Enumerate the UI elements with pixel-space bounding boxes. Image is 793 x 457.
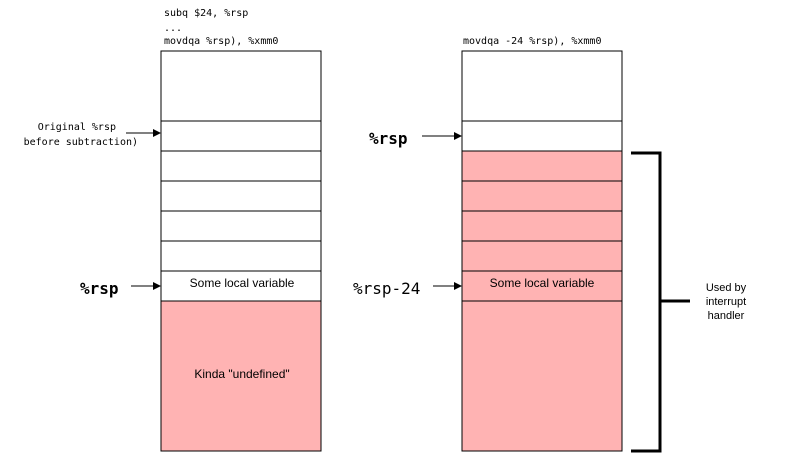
right-stack-frame [461,50,623,452]
undefined-region-label: Kinda "undefined" [194,367,289,381]
undefined-region [160,300,322,452]
left-code-line-1: subq $24, %rsp [164,8,248,19]
left-rsp-label: %rsp [80,279,119,298]
bracket-label-line-3: handler [708,310,745,322]
right-stack: movdqa -24 %rsp), %xmm0 Some local varia… [353,36,747,453]
right-code-line: movdqa -24 %rsp), %xmm0 [463,36,601,47]
left-stack: subq $24, %rsp ... movdqa %rsp), %xmm0 S… [24,8,322,452]
left-stack-frame [160,50,322,452]
bracket-label-line-2: interrupt [706,296,746,308]
right-rsp-label: %rsp [369,129,408,148]
interrupt-handler-bracket [631,151,662,453]
right-local-variable-label: Some local variable [490,276,595,290]
left-local-variable-label: Some local variable [190,276,295,290]
original-rsp-label-line-2: before subtraction) [24,137,138,148]
left-code-line-2: ... [164,23,182,34]
left-code-line-3: movdqa %rsp), %xmm0 [164,36,278,47]
rsp-minus-24-label: %rsp-24 [353,279,420,298]
original-rsp-label-line-1: Original %rsp [38,122,116,133]
bracket-label-line-1: Used by [706,282,747,294]
